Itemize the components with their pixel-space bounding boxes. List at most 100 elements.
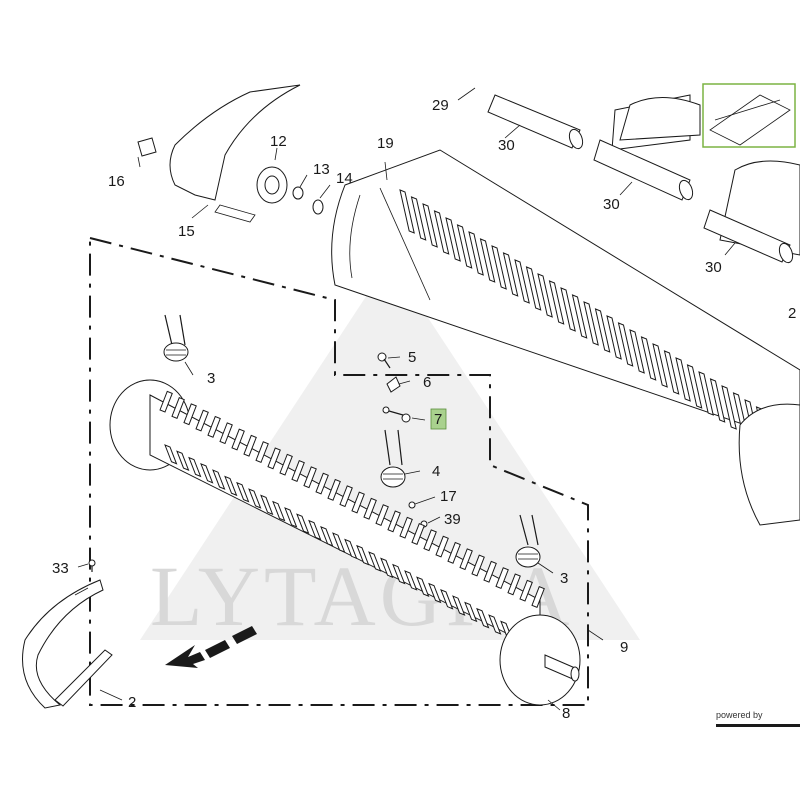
bearing-12 xyxy=(256,166,288,204)
ring-13 xyxy=(292,186,304,200)
tine xyxy=(368,551,382,572)
tine xyxy=(606,315,622,360)
tine xyxy=(267,447,281,470)
tine xyxy=(583,301,599,346)
callout-8: 8 xyxy=(562,705,570,722)
callout-2: 2 xyxy=(128,694,136,711)
callout-labels: 29 30 30 30 2 12 13 14 16 15 19 3 5 6 7 … xyxy=(52,97,796,722)
tine xyxy=(243,434,257,457)
tine xyxy=(617,322,634,367)
tine xyxy=(219,422,233,445)
tine xyxy=(652,343,668,388)
tine xyxy=(433,210,450,255)
tine xyxy=(363,497,377,520)
powered-by-text: powered by xyxy=(716,710,763,720)
callout-2: 2 xyxy=(788,305,796,322)
rod-30b xyxy=(593,139,694,201)
tine xyxy=(195,409,209,432)
tine xyxy=(255,441,269,464)
callout-12: 12 xyxy=(270,133,287,150)
tine xyxy=(464,601,478,623)
tine xyxy=(320,526,334,547)
tine xyxy=(447,541,461,564)
callout-3: 3 xyxy=(207,370,215,387)
callout-14: 14 xyxy=(336,170,353,187)
tine xyxy=(291,460,305,482)
tine xyxy=(399,189,415,234)
tine xyxy=(440,589,454,610)
spring-3a xyxy=(163,314,189,362)
tine xyxy=(392,563,406,585)
tine xyxy=(459,548,473,571)
cover-panel-30b xyxy=(619,97,701,141)
tine xyxy=(183,403,197,426)
callout-30: 30 xyxy=(498,137,515,154)
tine xyxy=(476,607,490,629)
skid-2 xyxy=(22,579,104,709)
tine xyxy=(308,519,322,541)
tine xyxy=(356,544,370,566)
pickup-rotor-9 xyxy=(109,379,581,706)
tine xyxy=(468,231,484,276)
block-16 xyxy=(137,137,157,157)
tine xyxy=(231,428,245,451)
tine xyxy=(428,582,442,604)
tine xyxy=(387,510,401,533)
tine xyxy=(332,532,346,553)
tine xyxy=(495,567,509,590)
tine xyxy=(629,329,645,374)
callout-30: 30 xyxy=(603,196,620,213)
callout-7-highlight xyxy=(430,408,447,430)
tine xyxy=(698,371,714,416)
tine xyxy=(422,203,438,248)
tine xyxy=(236,481,250,503)
callout-39: 39 xyxy=(444,511,461,528)
overview-thumbnail[interactable] xyxy=(702,83,796,148)
screw-33 xyxy=(88,559,96,572)
tine xyxy=(502,252,519,297)
rod-30a xyxy=(487,94,584,150)
pin-7 xyxy=(382,406,411,423)
tine xyxy=(351,491,365,514)
tine xyxy=(207,415,221,438)
tine xyxy=(471,554,485,577)
callout-19: 19 xyxy=(377,135,394,152)
rod-30c xyxy=(703,209,794,264)
tine xyxy=(410,196,427,241)
callout-33: 33 xyxy=(52,560,69,577)
callout-13: 13 xyxy=(313,161,330,178)
tine xyxy=(260,494,274,516)
tine xyxy=(248,488,262,509)
tine xyxy=(303,466,317,489)
tine xyxy=(339,485,353,508)
callout-4: 4 xyxy=(432,463,440,480)
tine xyxy=(411,523,425,545)
strip-2 xyxy=(54,649,113,707)
tine xyxy=(279,453,293,476)
direction-arrow xyxy=(165,626,257,668)
tine xyxy=(284,507,298,528)
tine xyxy=(456,224,473,269)
leader-lines xyxy=(77,87,736,711)
tine xyxy=(483,560,497,583)
tine xyxy=(404,570,418,591)
powered-by-badge: powered by xyxy=(716,710,800,727)
tine xyxy=(164,444,178,465)
tine xyxy=(560,287,576,332)
callout-29: 29 xyxy=(432,97,449,114)
callout-6: 6 xyxy=(423,374,431,391)
tine xyxy=(224,475,238,497)
tine xyxy=(212,469,226,490)
tine xyxy=(200,463,214,484)
tine xyxy=(519,579,533,602)
washer-17 xyxy=(408,501,416,509)
tine xyxy=(675,357,691,402)
rotor-19 xyxy=(331,149,800,526)
callout-7: 7 xyxy=(434,411,442,428)
spring-4 xyxy=(380,429,406,488)
tine xyxy=(491,245,507,290)
ring-14 xyxy=(312,199,324,215)
tine xyxy=(514,259,530,304)
callout-17: 17 xyxy=(440,488,457,505)
callout-3: 3 xyxy=(560,570,568,587)
